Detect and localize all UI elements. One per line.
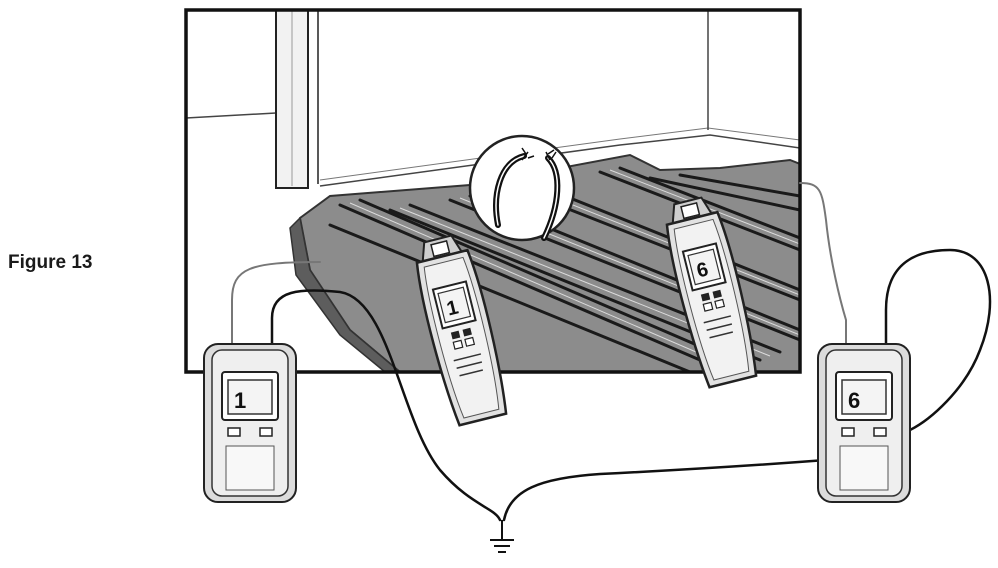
cut-cable-detail-icon: [468, 134, 576, 242]
transmitter-right-button-b[interactable]: [873, 427, 887, 437]
test-leads: [231, 182, 992, 522]
receiver-right-channel: 6: [695, 258, 711, 282]
transmitter-left-button-b[interactable]: [259, 427, 273, 437]
transmitter-left-button-a[interactable]: [227, 427, 241, 437]
receiver-left-button-3[interactable]: [452, 339, 464, 350]
transmitter-right-button-a[interactable]: [841, 427, 855, 437]
receiver-right-button-1[interactable]: [700, 292, 711, 302]
receiver-right-button-2[interactable]: [712, 289, 722, 299]
door-pillar: [275, 10, 319, 189]
receiver-left-button-1[interactable]: [450, 330, 461, 340]
transmitter-left: 1: [203, 343, 297, 503]
transmitter-right: 6: [817, 343, 911, 503]
transmitter-left-channel: 1: [234, 388, 246, 413]
receiver-right-button-3[interactable]: [702, 301, 714, 312]
receiver-left: 1: [415, 234, 508, 427]
receiver-right-button-4[interactable]: [714, 298, 726, 309]
receiver-left-button-2[interactable]: [462, 327, 472, 337]
receiver-left-button-4[interactable]: [464, 336, 476, 347]
transmitter-right-channel: 6: [848, 388, 860, 413]
receiver-right: 6: [665, 196, 758, 389]
receiver-left-channel: 1: [445, 296, 461, 320]
figure-label: Figure 13: [8, 252, 93, 273]
ground-symbol-icon: [490, 520, 514, 553]
